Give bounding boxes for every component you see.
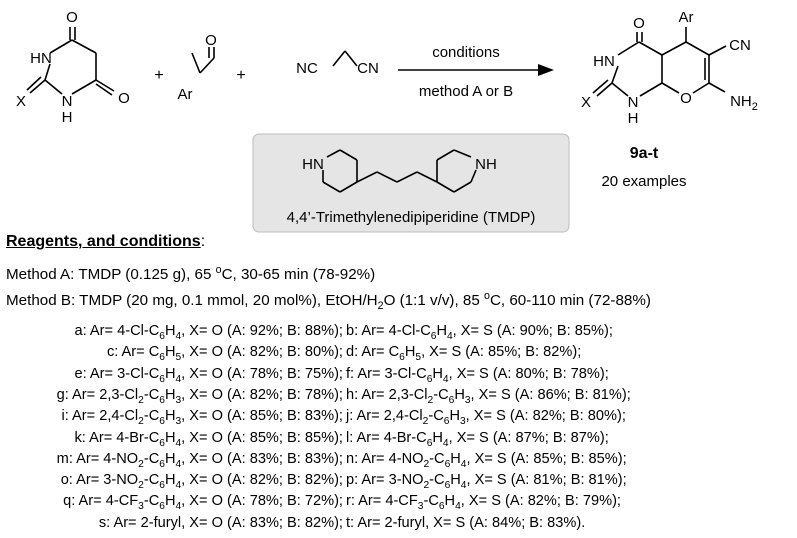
example-entry: a: Ar= 4-Cl-C6H4, X= O (A: 92%; B: 88%); bbox=[74, 323, 344, 342]
product-hn: HN bbox=[593, 53, 615, 70]
barbituric-o-right: O bbox=[118, 90, 130, 107]
example-entry: p: Ar= 3-NO2-C6H4, X= S (A: 81%; B: 81%)… bbox=[346, 472, 627, 491]
product-o: O bbox=[633, 15, 645, 32]
example-entry: q: Ar= 4-CF3-C6H4, X= O (A: 78%; B: 72%)… bbox=[63, 493, 343, 513]
catalyst-box bbox=[252, 133, 570, 233]
product-cn: CN bbox=[729, 37, 751, 54]
conditions-header-colon: : bbox=[200, 233, 206, 250]
example-entry: f: Ar= 3-Cl-C6H4, X= S (A: 80%; B: 78%); bbox=[346, 365, 609, 385]
example-entry: s: Ar= 2-furyl, X= O (A: 83%; B: 82%); bbox=[98, 514, 343, 531]
catalyst-hn: HN bbox=[302, 156, 324, 173]
malononitrile-left: NC bbox=[296, 60, 318, 77]
barbituric-n: N bbox=[62, 93, 73, 110]
catalyst-nh: NH bbox=[475, 156, 497, 173]
plus-sign-2: + bbox=[236, 67, 245, 84]
product-nh2: NH2 bbox=[730, 93, 758, 113]
barbituric-x: X bbox=[16, 93, 26, 110]
example-entry: g: Ar= 2,3-Cl2-C6H3, X= O (A: 82%; B: 78… bbox=[56, 386, 343, 406]
arrow-conditions: conditions bbox=[432, 44, 500, 61]
example-entry: e: Ar= 3-Cl-C6H4, X= O (A: 78%; B: 75%); bbox=[74, 365, 344, 385]
reaction-scheme: O HN X N H O + O Ar + NC CN conditions m… bbox=[16, 9, 758, 233]
example-entry: t: Ar= 2-furyl, X= S (A: 84%; B: 83%). bbox=[346, 514, 586, 531]
example-entry: j: Ar= 2,4-Cl2-C6H3, X= S (A: 82%; B: 80… bbox=[346, 408, 626, 428]
example-entry: l: Ar= 4-Br-C6H4, X= S (A: 87%; B: 87%); bbox=[346, 429, 609, 449]
barbituric-h: H bbox=[62, 109, 73, 126]
arrow-method: method A or B bbox=[419, 83, 513, 100]
product-n: N bbox=[628, 94, 639, 111]
method-a: Method A: TMDP (0.125 g), 65 oC, 30-65 m… bbox=[6, 263, 376, 283]
example-entry: d: Ar= C6H5, X= S (A: 85%; B: 82%); bbox=[346, 344, 582, 364]
product-ring-o: O bbox=[680, 90, 692, 107]
example-entry: c: Ar= C6H5, X= O (A: 82%; B: 80%); bbox=[106, 344, 343, 364]
conditions-header-title: Reagents, and conditions bbox=[6, 233, 201, 250]
product-x: X bbox=[581, 94, 591, 111]
barbituric-hn: HN bbox=[30, 50, 52, 67]
example-entry: h: Ar= 2,3-Cl2-C6H3, X= S (A: 86%; B: 81… bbox=[346, 386, 631, 406]
product-label: 9a-t bbox=[630, 145, 659, 162]
product-ar: Ar bbox=[679, 9, 694, 26]
example-entry: k: Ar= 4-Br-C6H4, X= O (A: 85%; B: 85%); bbox=[74, 429, 344, 449]
aldehyde-o: O bbox=[205, 32, 217, 49]
example-entry: n: Ar= 4-NO2-C6H4, X= S (A: 85%; B: 85%)… bbox=[346, 450, 627, 470]
example-entry: b: Ar= 4-Cl-C6H4, X= S (A: 90%; B: 85%); bbox=[346, 323, 613, 342]
catalyst-name: 4,4’-Trimethylenedipiperidine (TMDP) bbox=[287, 209, 536, 226]
method-b: Method B: TMDP (20 mg, 0.1 mmol, 20 mol%… bbox=[6, 289, 651, 313]
aldehyde-ar: Ar bbox=[178, 86, 193, 103]
plus-sign-1: + bbox=[154, 67, 163, 84]
conditions-header: Reagents, and conditions: bbox=[6, 233, 205, 251]
example-entry: i: Ar= 2,4-Cl2-C6H3, X= O (A: 85%; B: 83… bbox=[61, 408, 344, 428]
example-entry: r: Ar= 4-CF3-C6H4, X= S (A: 82%; B: 79%)… bbox=[346, 493, 621, 513]
example-entry: o: Ar= 3-NO2-C6H4, X= O (A: 82%; B: 82%)… bbox=[60, 472, 343, 491]
example-entry: m: Ar= 4-NO2-C6H4, X= O (A: 83%; B: 83%)… bbox=[56, 450, 343, 470]
product-h: H bbox=[628, 110, 639, 127]
malononitrile-right: CN bbox=[357, 60, 379, 77]
product-count: 20 examples bbox=[601, 173, 686, 190]
barbituric-o-top: O bbox=[66, 9, 78, 26]
